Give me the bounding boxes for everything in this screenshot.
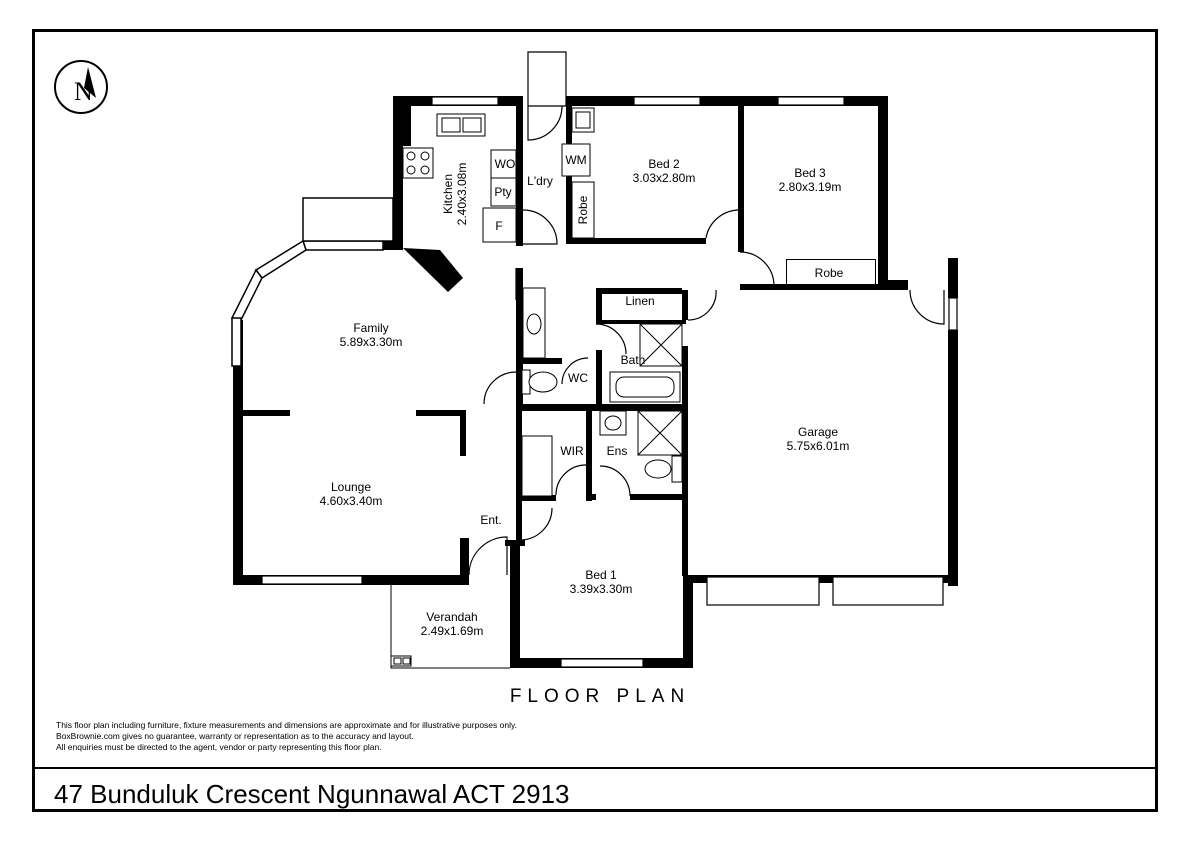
room-label-bed2: Bed 2 3.03x2.80m xyxy=(633,157,696,185)
room-dimensions: 3.39x3.30m xyxy=(569,582,633,596)
room-label-garage: Garage 5.75x6.01m xyxy=(787,425,850,453)
page-frame xyxy=(32,29,1158,812)
room-name: Bed 1 xyxy=(585,568,617,582)
room-label-wir: WIR xyxy=(560,444,584,458)
north-letter: N xyxy=(74,77,93,106)
disclaimer: This floor plan including furniture, fix… xyxy=(56,720,517,753)
room-label-linen: Linen xyxy=(625,294,655,308)
room-label-bath: Bath xyxy=(620,353,646,367)
room-name: Verandah xyxy=(426,610,478,624)
footer-divider xyxy=(32,767,1158,769)
fixture-label-wall-oven: WO xyxy=(494,157,516,171)
room-name: Garage xyxy=(797,425,839,439)
fixture-label-fridge: F xyxy=(495,219,503,233)
room-label-entry: Ent. xyxy=(480,513,502,527)
room-label-bed3: Bed 3 2.80x3.19m xyxy=(779,166,842,194)
room-dimensions: 4.60x3.40m xyxy=(319,494,383,508)
room-label-robe-bed2: Robe xyxy=(576,195,590,225)
room-name: Lounge xyxy=(330,480,372,494)
north-arrow-icon: N xyxy=(54,60,108,114)
room-name: Bed 2 xyxy=(648,157,680,171)
room-label-ens: Ens xyxy=(606,444,628,458)
room-label-laundry: L'dry xyxy=(527,174,553,188)
fixture-label-pantry: Pty xyxy=(494,185,512,199)
kitchen-fixtures xyxy=(402,113,517,243)
plan-title: FLOOR PLAN xyxy=(509,686,691,707)
room-dimensions: 3.03x2.80m xyxy=(632,171,696,185)
room-dimensions: 5.75x6.01m xyxy=(786,439,850,453)
room-dimensions: 2.80x3.19m xyxy=(778,180,842,194)
room-name: Family xyxy=(353,321,389,335)
property-address: 47 Bunduluk Crescent Ngunnawal ACT 2913 xyxy=(54,779,570,809)
room-label-bed1: Bed 1 3.39x3.30m xyxy=(570,568,633,596)
room-name: Kitchen xyxy=(441,173,455,215)
disclaimer-line: This floor plan including furniture, fix… xyxy=(56,720,517,730)
windows xyxy=(261,96,958,668)
garage-wall-marks xyxy=(948,352,958,512)
verandah-outline xyxy=(390,585,510,669)
room-label-robe-bed3: Robe xyxy=(814,266,844,280)
disclaimer-line: BoxBrownie.com gives no guarantee, warra… xyxy=(56,731,414,741)
room-name: Bed 3 xyxy=(794,166,826,180)
fixture-label-washing-machine: WM xyxy=(565,153,587,167)
robe-bed3-cupboard xyxy=(786,259,876,287)
room-label-wc: WC xyxy=(568,371,588,385)
room-label-verandah: Verandah 2.49x1.69m xyxy=(421,610,484,638)
room-label-kitchen: Kitchen 2.40x3.08m xyxy=(441,163,469,226)
bathroom-fixtures xyxy=(521,287,683,497)
kitchen-bench-top xyxy=(403,106,411,146)
doors xyxy=(468,51,945,576)
disclaimer-line: All enquiries must be directed to the ag… xyxy=(56,742,382,752)
room-dimensions: 2.49x1.69m xyxy=(420,624,484,638)
room-dimensions: 5.89x3.30m xyxy=(339,335,403,349)
room-label-lounge: Lounge 4.60x3.40m xyxy=(320,480,383,508)
laundry-fixtures xyxy=(561,107,595,239)
room-dimensions: 2.40x3.08m xyxy=(455,162,469,226)
room-label-family: Family 5.89x3.30m xyxy=(340,321,403,349)
bay-window xyxy=(230,197,394,367)
